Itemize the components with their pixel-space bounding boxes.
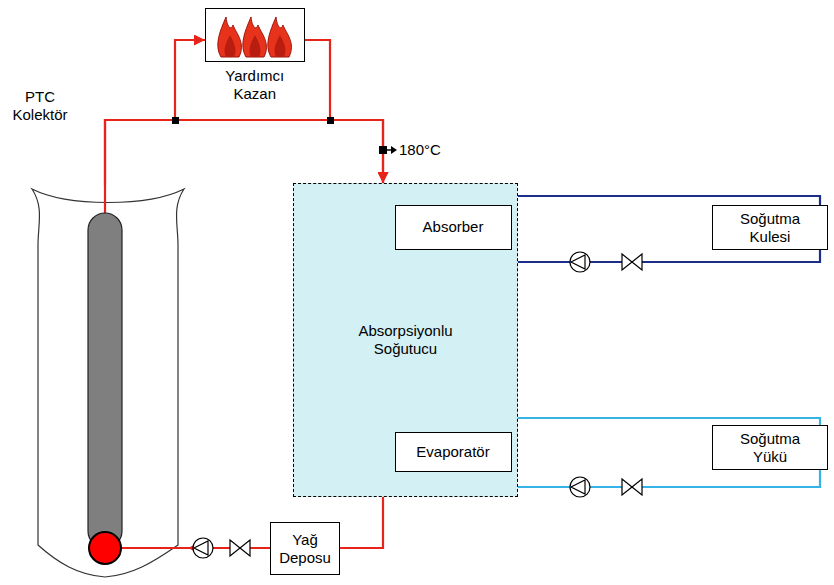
boiler-box: Yardımcı Kazan	[205, 8, 305, 62]
temperature-probe	[379, 146, 397, 154]
junction-dot	[172, 117, 179, 124]
process-box: Soğutma Yükü	[712, 425, 828, 470]
flame-core	[225, 35, 236, 57]
node-label: Soğutma Yükü	[730, 430, 810, 466]
process-box: Soğutma Kulesi	[712, 205, 828, 250]
junction-dot	[327, 117, 334, 124]
node-label: Soğutma Kulesi	[730, 210, 810, 246]
pump-symbol	[570, 477, 590, 497]
flame	[218, 17, 242, 57]
pipe-connector	[500, 470, 820, 487]
collector-figure: PTC Kolektör	[28, 185, 188, 580]
pipe-connector	[340, 497, 383, 548]
pipe-connector	[105, 40, 205, 185]
chiller-region: AbsorberEvaporatör Absorpsiyonlu Soğutucu	[293, 183, 518, 497]
absorber-tube	[88, 213, 122, 548]
pump-symbol	[570, 252, 590, 272]
node-label: Evaporatör	[403, 443, 503, 461]
node-label: Absorpsiyonlu Soğutucu	[346, 322, 466, 358]
temperature-label: 180°C	[399, 141, 441, 159]
valve-symbol	[622, 254, 642, 270]
flame-core	[250, 35, 261, 57]
pump-symbol	[193, 538, 213, 558]
process-box: Evaporatör	[395, 432, 512, 472]
valve-symbol	[622, 479, 642, 495]
flame-icon	[206, 9, 304, 61]
pipe-connector	[500, 196, 820, 205]
flame	[268, 17, 292, 57]
node-label: PTC Kolektör	[4, 88, 76, 124]
pipe-connector	[500, 250, 820, 263]
trough-mirror	[32, 189, 184, 577]
pipe	[121, 547, 188, 549]
tank-box: Yağ Deposu	[270, 522, 340, 575]
pipe-connector	[305, 40, 383, 183]
flame	[243, 17, 267, 57]
node-label: Absorber	[403, 218, 503, 236]
process-box: Absorber	[395, 205, 512, 250]
node-label: Yağ Deposu	[276, 531, 334, 567]
flame-core	[275, 35, 286, 57]
node-label: Yardımcı Kazan	[210, 67, 300, 103]
valve-symbol	[230, 540, 250, 556]
trough-illustration	[28, 185, 188, 580]
pipe-connector	[105, 120, 383, 185]
tube-end	[89, 532, 121, 564]
pipe	[104, 185, 106, 215]
